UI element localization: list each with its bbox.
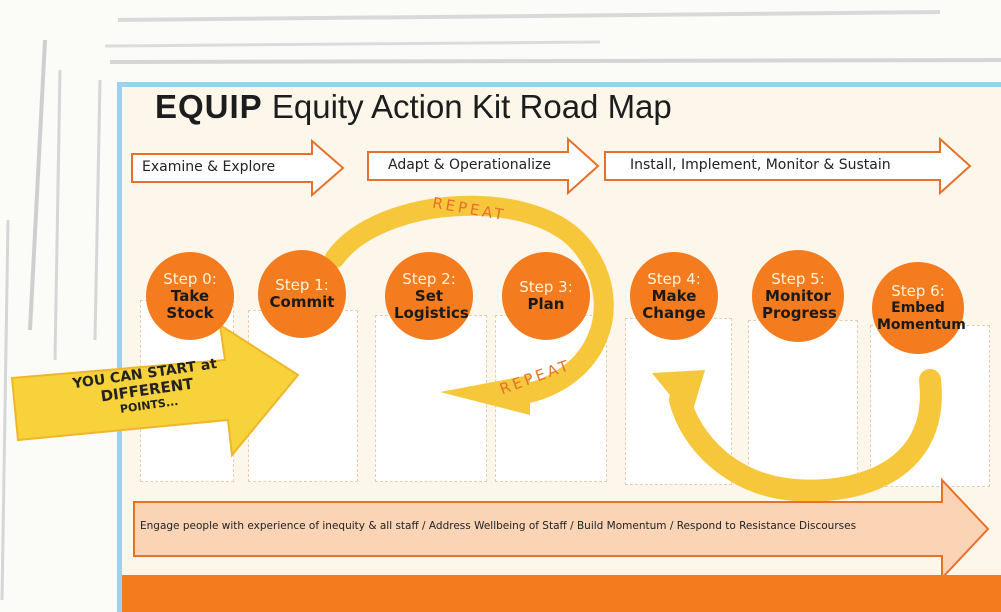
step-6-number: Step 6: — [891, 281, 945, 300]
step-0-name: Take Stock — [166, 286, 214, 322]
step-2-number: Step 2: — [402, 269, 456, 288]
phase-arrow-1 — [131, 138, 345, 198]
step-5-number: Step 5: — [771, 269, 825, 288]
step-3-number: Step 3: — [519, 278, 573, 296]
phase-arrow-3 — [604, 136, 972, 196]
bottom-banner-text: Engage people with experience of inequit… — [140, 520, 857, 532]
step-circle-2: Step 2: Set Logistics — [385, 252, 473, 340]
step-4-name: Make Change — [642, 286, 706, 322]
step-1-number: Step 1: — [275, 276, 329, 294]
repeat-loop-top — [325, 195, 614, 405]
page-title: EQUIP Equity Action Kit Road Map — [155, 88, 672, 126]
title-text: Equity Action Kit Road Map — [271, 88, 672, 125]
phase-label-1: Examine & Explore — [142, 159, 276, 175]
step-4-number: Step 4: — [647, 269, 701, 288]
step-1-name: Commit — [269, 293, 335, 311]
step-circle-5: Step 5: Monitor Progress — [752, 250, 844, 342]
step-circle-3: Step 3: Plan — [502, 252, 590, 340]
step-2-name: Set Logistics — [394, 286, 469, 322]
step-6-name: Embed Momentum — [877, 299, 966, 333]
repeat-loop-arrowhead — [440, 375, 530, 415]
step-3-name: Plan — [527, 295, 565, 313]
title-brand: EQUIP — [155, 88, 263, 125]
phase-label-2: Adapt & Operationalize — [388, 157, 551, 173]
step-circle-4: Step 4: Make Change — [630, 252, 718, 340]
bottom-banner-arrow — [133, 477, 990, 581]
bottom-loop — [669, 369, 942, 502]
step-circle-1: Step 1: Commit — [258, 250, 346, 338]
step-0-number: Step 0: — [163, 269, 217, 288]
phase-label-3: Install, Implement, Monitor & Sustain — [630, 157, 891, 173]
step-5-name: Monitor Progress — [762, 286, 837, 322]
step-column-5 — [748, 320, 858, 485]
orange-footer-bar — [122, 575, 1001, 612]
step-circle-0: Step 0: Take Stock — [146, 252, 234, 340]
bottom-loop-arrowhead — [652, 370, 705, 420]
phase-arrow-2 — [367, 136, 600, 196]
start-arrow — [10, 322, 300, 458]
step-circle-6: Step 6: Embed Momentum — [872, 262, 966, 354]
